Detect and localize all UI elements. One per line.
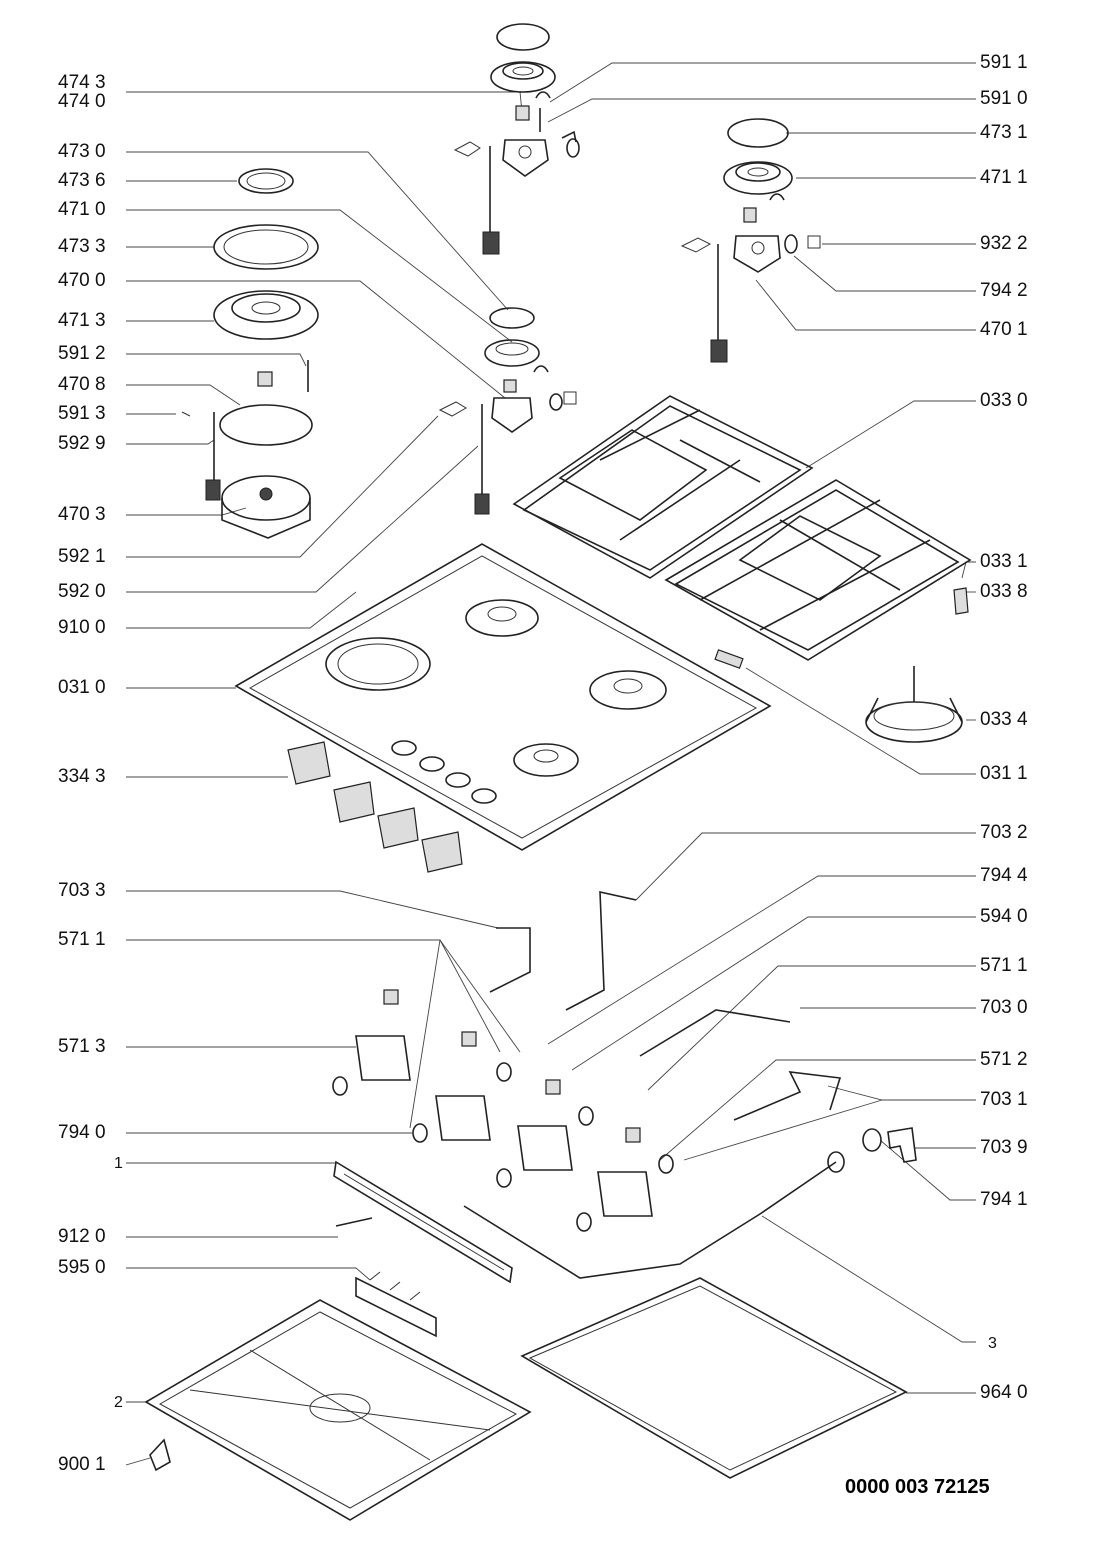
part-label-591-0: 591 0 (980, 88, 1028, 109)
part-label-473-0: 473 0 (58, 141, 106, 162)
gas-inlet-elbow (862, 1127, 917, 1163)
part-label-595-0: 595 0 (58, 1257, 106, 1278)
part-label-703-1: 703 1 (980, 1089, 1028, 1110)
pan-support-grate-front (664, 479, 972, 661)
wok-ring (865, 666, 963, 743)
part-label-3: 3 (988, 1335, 997, 1352)
part-label-910-0: 910 0 (58, 617, 106, 638)
part-label-2: 2 (114, 1394, 123, 1411)
leader-lines-right (547, 62, 976, 1394)
part-label-033-0: 033 0 (980, 390, 1028, 411)
gas-pipes (463, 890, 845, 1279)
bottom-tray (144, 1299, 532, 1521)
part-label-571-2: 571 2 (980, 1049, 1028, 1070)
part-label-471-0: 471 0 (58, 199, 106, 220)
spark-generator (355, 1271, 437, 1338)
part-label-794-4: 794 4 (980, 865, 1028, 886)
part-label-031-0: 031 0 (58, 677, 106, 698)
part-label-592-9: 592 9 (58, 433, 106, 454)
part-label-703-3: 703 3 (58, 880, 106, 901)
part-label-031-1: 031 1 (980, 763, 1028, 784)
part-label-033-8: 033 8 (980, 581, 1028, 602)
part-label-473-6: 473 6 (58, 170, 106, 191)
part-label-900-1: 900 1 (58, 1454, 106, 1475)
part-label-470-8: 470 8 (58, 374, 106, 395)
part-label-033-4: 033 4 (980, 709, 1028, 730)
part-label-571-1-right: 571 1 (980, 955, 1028, 976)
control-knobs (287, 741, 463, 873)
part-label-471-1: 471 1 (980, 167, 1028, 188)
hob-seal-gasket (520, 1277, 908, 1479)
part-label-794-0: 794 0 (58, 1122, 106, 1143)
part-label-594-0: 594 0 (980, 906, 1028, 927)
part-label-703-0: 703 0 (980, 997, 1028, 1018)
ignition-strip (333, 1160, 513, 1284)
part-label-470-3: 470 3 (58, 504, 106, 525)
part-label-474-0: 474 0 (58, 91, 106, 112)
center-burner-assembly (438, 307, 577, 515)
left-large-burner-assembly (181, 168, 319, 539)
part-label-334-3: 334 3 (58, 766, 106, 787)
document-number: 0000 003 72125 (845, 1476, 990, 1498)
part-label-794-1: 794 1 (980, 1189, 1028, 1210)
part-label-473-3: 473 3 (58, 236, 106, 257)
part-label-474-3: 474 3 (58, 72, 106, 93)
part-label-703-2: 703 2 (980, 822, 1028, 843)
top-center-burner-assembly (453, 23, 580, 255)
part-label-964-0: 964 0 (980, 1382, 1028, 1403)
part-label-932-2: 932 2 (980, 233, 1028, 254)
part-label-571-3: 571 3 (58, 1036, 106, 1057)
part-label-592-0: 592 0 (58, 581, 106, 602)
part-label-703-9: 703 9 (980, 1137, 1028, 1158)
part-label-1: 1 (114, 1155, 123, 1172)
part-label-591-3: 591 3 (58, 403, 106, 424)
part-label-794-2: 794 2 (980, 280, 1028, 301)
part-label-592-1: 592 1 (58, 546, 106, 567)
leader-lines-left (125, 91, 523, 1466)
part-label-470-0: 470 0 (58, 270, 106, 291)
right-burner-assembly (680, 118, 821, 363)
part-label-033-1: 033 1 (980, 551, 1028, 572)
cooktop-top-plate (234, 543, 772, 851)
part-label-470-1: 470 1 (980, 319, 1028, 340)
grate-foot (953, 587, 969, 615)
part-label-473-1: 473 1 (980, 122, 1028, 143)
pan-support-grate-rear (512, 395, 814, 579)
gas-valves (332, 989, 674, 1232)
part-label-471-3: 471 3 (58, 310, 106, 331)
part-label-591-2: 591 2 (58, 343, 106, 364)
part-label-571-1-left: 571 1 (58, 929, 106, 950)
part-label-912-0: 912 0 (58, 1226, 106, 1247)
part-label-591-1: 591 1 (980, 52, 1028, 73)
